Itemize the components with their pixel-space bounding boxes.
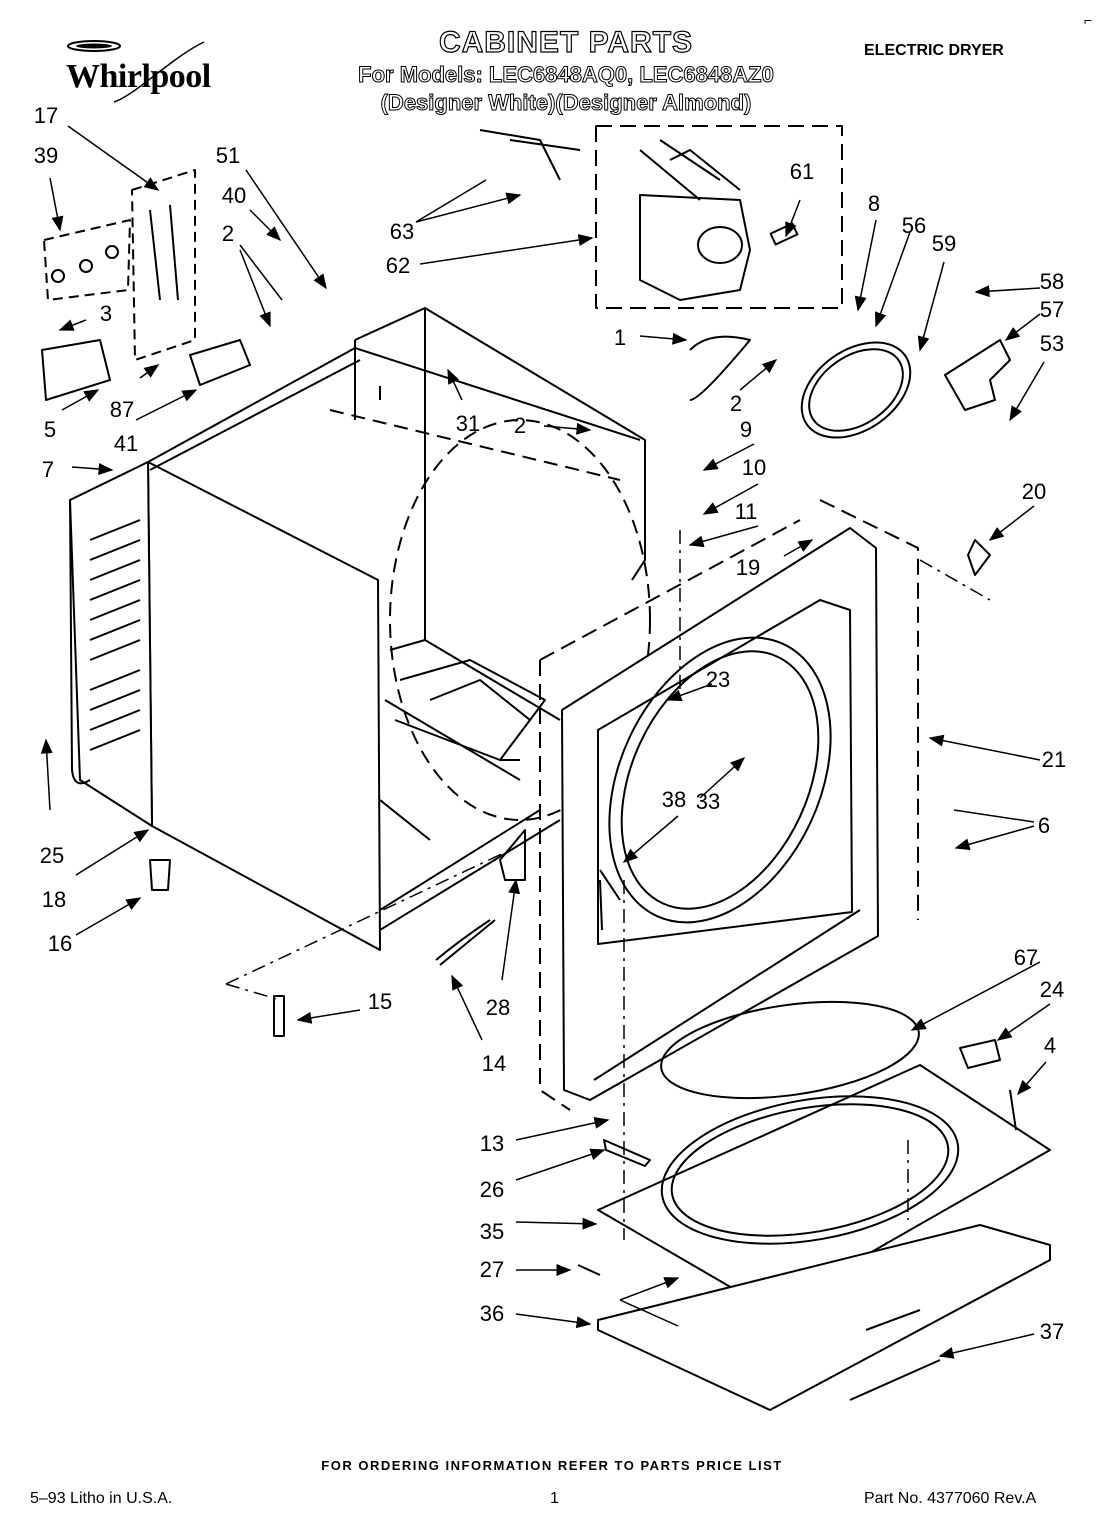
part-label-20: 20 (1021, 479, 1047, 504)
base-assembly (597, 1000, 1051, 1411)
part-label-59: 59 (931, 231, 957, 256)
part-label-41: 41 (113, 431, 139, 456)
part-label-36: 36 (479, 1301, 505, 1326)
part-label-38: 38 (661, 787, 687, 812)
part-label-67: 67 (1013, 945, 1039, 970)
part-label-19: 19 (735, 555, 761, 580)
part-label-9: 9 (739, 417, 753, 442)
part-label-53: 53 (1039, 331, 1065, 356)
callout-arrows (40, 125, 1051, 1359)
part-label-13: 13 (479, 1131, 505, 1156)
part-label-16: 16 (47, 931, 73, 956)
part-label-1: 1 (613, 325, 627, 350)
part-label-2-motor: 2 (729, 391, 743, 416)
part-label-23: 23 (705, 667, 731, 692)
part-label-10: 10 (741, 455, 767, 480)
part-label-35: 35 (479, 1219, 505, 1244)
part-label-61: 61 (789, 159, 815, 184)
part-label-39: 39 (33, 143, 59, 168)
drive-belt (800, 341, 912, 439)
part-label-26: 26 (479, 1177, 505, 1202)
cabinet-side-panel (147, 347, 641, 951)
part-label-3: 3 (99, 301, 113, 326)
idler-bracket (944, 339, 1011, 411)
page-title: CABINET PARTS (438, 25, 694, 59)
part-label-2-left: 2 (221, 221, 235, 246)
motor-bracket-box (595, 125, 843, 309)
part-label-58: 58 (1039, 269, 1065, 294)
part-label-37: 37 (1039, 1319, 1065, 1344)
part-label-25: 25 (39, 843, 65, 868)
page-number: 1 (550, 1490, 559, 1507)
drum-outline (329, 380, 651, 821)
part-label-62: 62 (385, 253, 411, 278)
front-panel (561, 527, 879, 1101)
part-label-57: 57 (1039, 297, 1065, 322)
part-label-87: 87 (109, 397, 135, 422)
part-label-24: 24 (1039, 977, 1065, 1002)
part-label-8: 8 (867, 191, 881, 216)
leader-lines (225, 530, 991, 1240)
product-type: ELECTRIC DRYER (864, 42, 1004, 59)
corner-mark: ⌐ (1084, 12, 1093, 28)
part-label-28: 28 (485, 995, 511, 1020)
part-label-17: 17 (33, 103, 59, 128)
part-label-6: 6 (1037, 813, 1051, 838)
part-number: Part No. 4377060 Rev.A (864, 1490, 1037, 1507)
models-line: For Models: LEC6848AQ0, LEC6848AZ0 (358, 62, 775, 88)
cabinet-front-rail (69, 461, 153, 827)
part-label-2-center: 2 (513, 413, 527, 438)
motor-assembly (639, 139, 799, 301)
front-panel-envelope (539, 499, 919, 1111)
whirlpool-logo: Whirlpool (54, 36, 240, 108)
part-label-40: 40 (221, 183, 247, 208)
variants-line: (Designer White)(Designer Almond) (380, 90, 752, 116)
ordering-note: FOR ORDERING INFORMATION REFER TO PARTS … (321, 1458, 783, 1473)
part-label-7: 7 (41, 457, 55, 482)
part-label-51: 51 (215, 143, 241, 168)
part-label-31: 31 (455, 411, 481, 436)
part-label-33: 33 (695, 789, 721, 814)
brand-wordmark: Whirlpool (66, 58, 211, 95)
small-parts (41, 129, 1017, 1276)
part-label-14: 14 (481, 1051, 507, 1076)
part-label-11: 11 (734, 499, 758, 524)
litho-note: 5–93 Litho in U.S.A. (30, 1490, 173, 1507)
part-label-56: 56 (901, 213, 927, 238)
part-label-18: 18 (41, 887, 67, 912)
part-label-21: 21 (1041, 747, 1067, 772)
part-label-5: 5 (43, 417, 57, 442)
part-label-4: 4 (1043, 1033, 1057, 1058)
part-label-63: 63 (389, 219, 415, 244)
cabinet-frame (354, 307, 646, 931)
part-label-27: 27 (479, 1257, 505, 1282)
whirlpool-logo-swoosh (67, 40, 205, 103)
part-label-15: 15 (367, 989, 393, 1014)
